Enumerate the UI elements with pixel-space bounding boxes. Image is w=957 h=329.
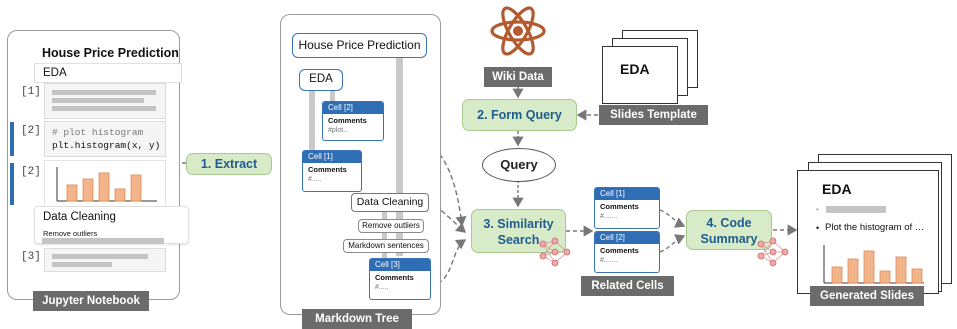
related-cell-1-header: Cell [1] [595,188,659,200]
form-query-step: 2. Form Query [462,99,577,131]
markdown-underline [42,238,164,244]
tree-data-cleaning-label: Data Cleaning [356,196,424,208]
template-slide-title: EDA [620,61,650,77]
notebook-code-cell-2: # plot histogram plt.histogram(x, y) [44,121,166,157]
code-placeholder-line [52,98,144,103]
notebook-histogram-output [44,160,166,207]
tree-cell-1-card: Cell [1] Comments #..... [302,150,362,192]
generated-slide-placeholder-bullet: • [816,205,819,214]
wiki-data-label: Wiki Data [484,67,552,87]
notebook-code-cell-1 [44,83,166,119]
jupyter-notebook-label: Jupyter Notebook [33,291,149,311]
code-comment: # plot histogram [52,127,144,138]
code-placeholder-line [52,106,156,111]
notebook-title: House Price Prediction [42,46,179,60]
tree-cell-2-card: Cell [2] Comments #plot... [322,101,384,141]
tree-cell-1-comments: Comments [308,165,347,174]
tree-trunk-eda [309,90,315,150]
related-cell-2-hash: #....... [600,257,618,264]
code-line: plt.histogram(x, y) [52,140,161,151]
notebook-remove-outliers-label: Remove outliers [43,229,98,238]
code-placeholder-line [52,262,112,267]
neural-network-icon [757,237,789,267]
related-cell2-to-summary-arrow [659,234,686,253]
generated-slide-bullet-text: Plot the histogram of … [825,222,925,233]
selected-cell-indicator [10,163,14,205]
tree-cell-3-card: Cell [3] Comments #..... [369,258,431,300]
template-slide-front: EDA [602,46,678,104]
code-placeholder-line [52,254,148,259]
related-cell-2-header: Cell [2] [595,232,659,244]
related-cell-2-card: Cell [2] Comments #....... [594,231,660,273]
markdown-tree-label: Markdown Tree [302,309,412,329]
related-cell-1-hash: #....... [600,213,618,220]
code-placeholder-line [52,90,156,95]
tree-cell-2-comments: Comments [328,116,367,125]
notebook-code-cell-3 [44,248,166,272]
selected-cell-indicator [10,122,14,156]
related-cells-label: Related Cells [581,276,674,296]
tree-cell-1-header: Cell [1] [303,151,361,163]
tree-root-label: House Price Prediction [298,38,421,52]
generated-slide-histogram [823,245,924,284]
tree-markdown-sentences-node: Markdown sentences [343,239,429,253]
tree-trunk-cleaning [382,212,387,260]
notebook-eda-cell: EDA [34,63,182,83]
tree-root-node: House Price Prediction [292,33,427,58]
histogram-thumbnail [56,167,157,202]
tree-cell-1-hash: #..... [308,176,322,183]
notebook-data-cleaning-cell: Data Cleaning Remove outliers [34,206,189,244]
tree-cell-3-header: Cell [3] [370,259,430,271]
tree-markdown-sentences-label: Markdown sentences [348,241,424,250]
related-cell-1-comments: Comments [600,202,639,211]
generated-slide-placeholder-bar [826,206,886,213]
tree-cell-3-comments: Comments [375,273,414,282]
query-label: Query [500,157,538,172]
generated-slides-label: Generated Slides [810,286,924,306]
extract-step: 1. Extract [186,153,272,175]
tree-remove-outliers-label: Remove outliers [362,221,420,230]
similarity-line-2: Search [497,233,540,247]
notebook-data-cleaning-label: Data Cleaning [43,211,116,223]
notebook-index-2b: [2] [21,166,41,178]
atom-icon [490,6,546,56]
neural-network-icon [539,237,571,267]
tree-remove-outliers-node: Remove outliers [358,219,424,233]
generated-slide-front: EDA • • Plot the histogram of … [797,170,939,294]
tree-cell-2-header: Cell [2] [323,102,383,114]
notebook-index-3: [3] [21,251,41,263]
tree-cell-2-hash: #plot... [328,127,350,134]
tree-trunk-eda-branch [330,90,335,102]
tree-eda-label: EDA [309,73,333,85]
tree-trunk-main [396,56,403,256]
slides-template-label: Slides Template [599,105,708,125]
notebook-index-2a: [2] [21,125,41,137]
similarity-search-step: 3. Similarity Search [471,209,566,253]
related-cell-1-card: Cell [1] Comments #....... [594,187,660,229]
similarity-line-1: 3. Similarity [483,217,554,231]
generated-slide-title: EDA [822,181,852,197]
tree-cell-3-hash: #..... [375,284,389,291]
tree-eda-node: EDA [299,69,343,91]
summary-line-2: Summary [700,232,758,246]
notebook-index-1: [1] [21,86,41,98]
notebook-eda-label: EDA [43,67,67,79]
related-cell-2-comments: Comments [600,246,639,255]
generated-slide-bullet-marker: • [816,223,820,233]
code-summary-step: 4. Code Summary [686,210,772,250]
summary-line-1: 4. Code [706,216,752,230]
related-cell1-to-summary-arrow [659,209,686,228]
query-node: Query [482,148,556,182]
tree-data-cleaning-node: Data Cleaning [351,193,429,212]
